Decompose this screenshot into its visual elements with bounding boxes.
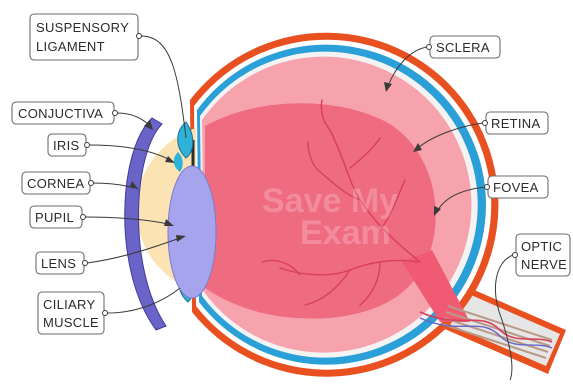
- suspensory-ligament-line1: SUSPENSORY: [36, 20, 129, 35]
- ciliary-muscle-line2: MUSCLE: [43, 315, 99, 330]
- retina-label: RETINA: [491, 116, 540, 131]
- cornea-label: CORNEA: [27, 176, 84, 191]
- lens: [168, 166, 216, 298]
- suspensory-ligament-line2: LIGAMENT: [36, 39, 105, 54]
- sclera-label: SCLERA: [436, 40, 490, 55]
- label-cornea: CORNEA: [22, 172, 139, 194]
- watermark-line2: Exam: [300, 214, 391, 252]
- ciliary-muscle-line1: CILIARY: [43, 297, 95, 312]
- fovea-label: FOVEA: [493, 180, 539, 195]
- pupil-label: PUPIL: [35, 210, 74, 225]
- conjuctiva-label: CONJUCTIVA: [18, 106, 103, 121]
- iris-label: IRIS: [53, 138, 80, 153]
- label-conjuctiva: CONJUCTIVA: [12, 102, 153, 130]
- optic-nerve-line1: OPTIC: [521, 239, 562, 254]
- optic-nerve-line2: NERVE: [521, 257, 567, 272]
- lens-label: LENS: [41, 256, 76, 271]
